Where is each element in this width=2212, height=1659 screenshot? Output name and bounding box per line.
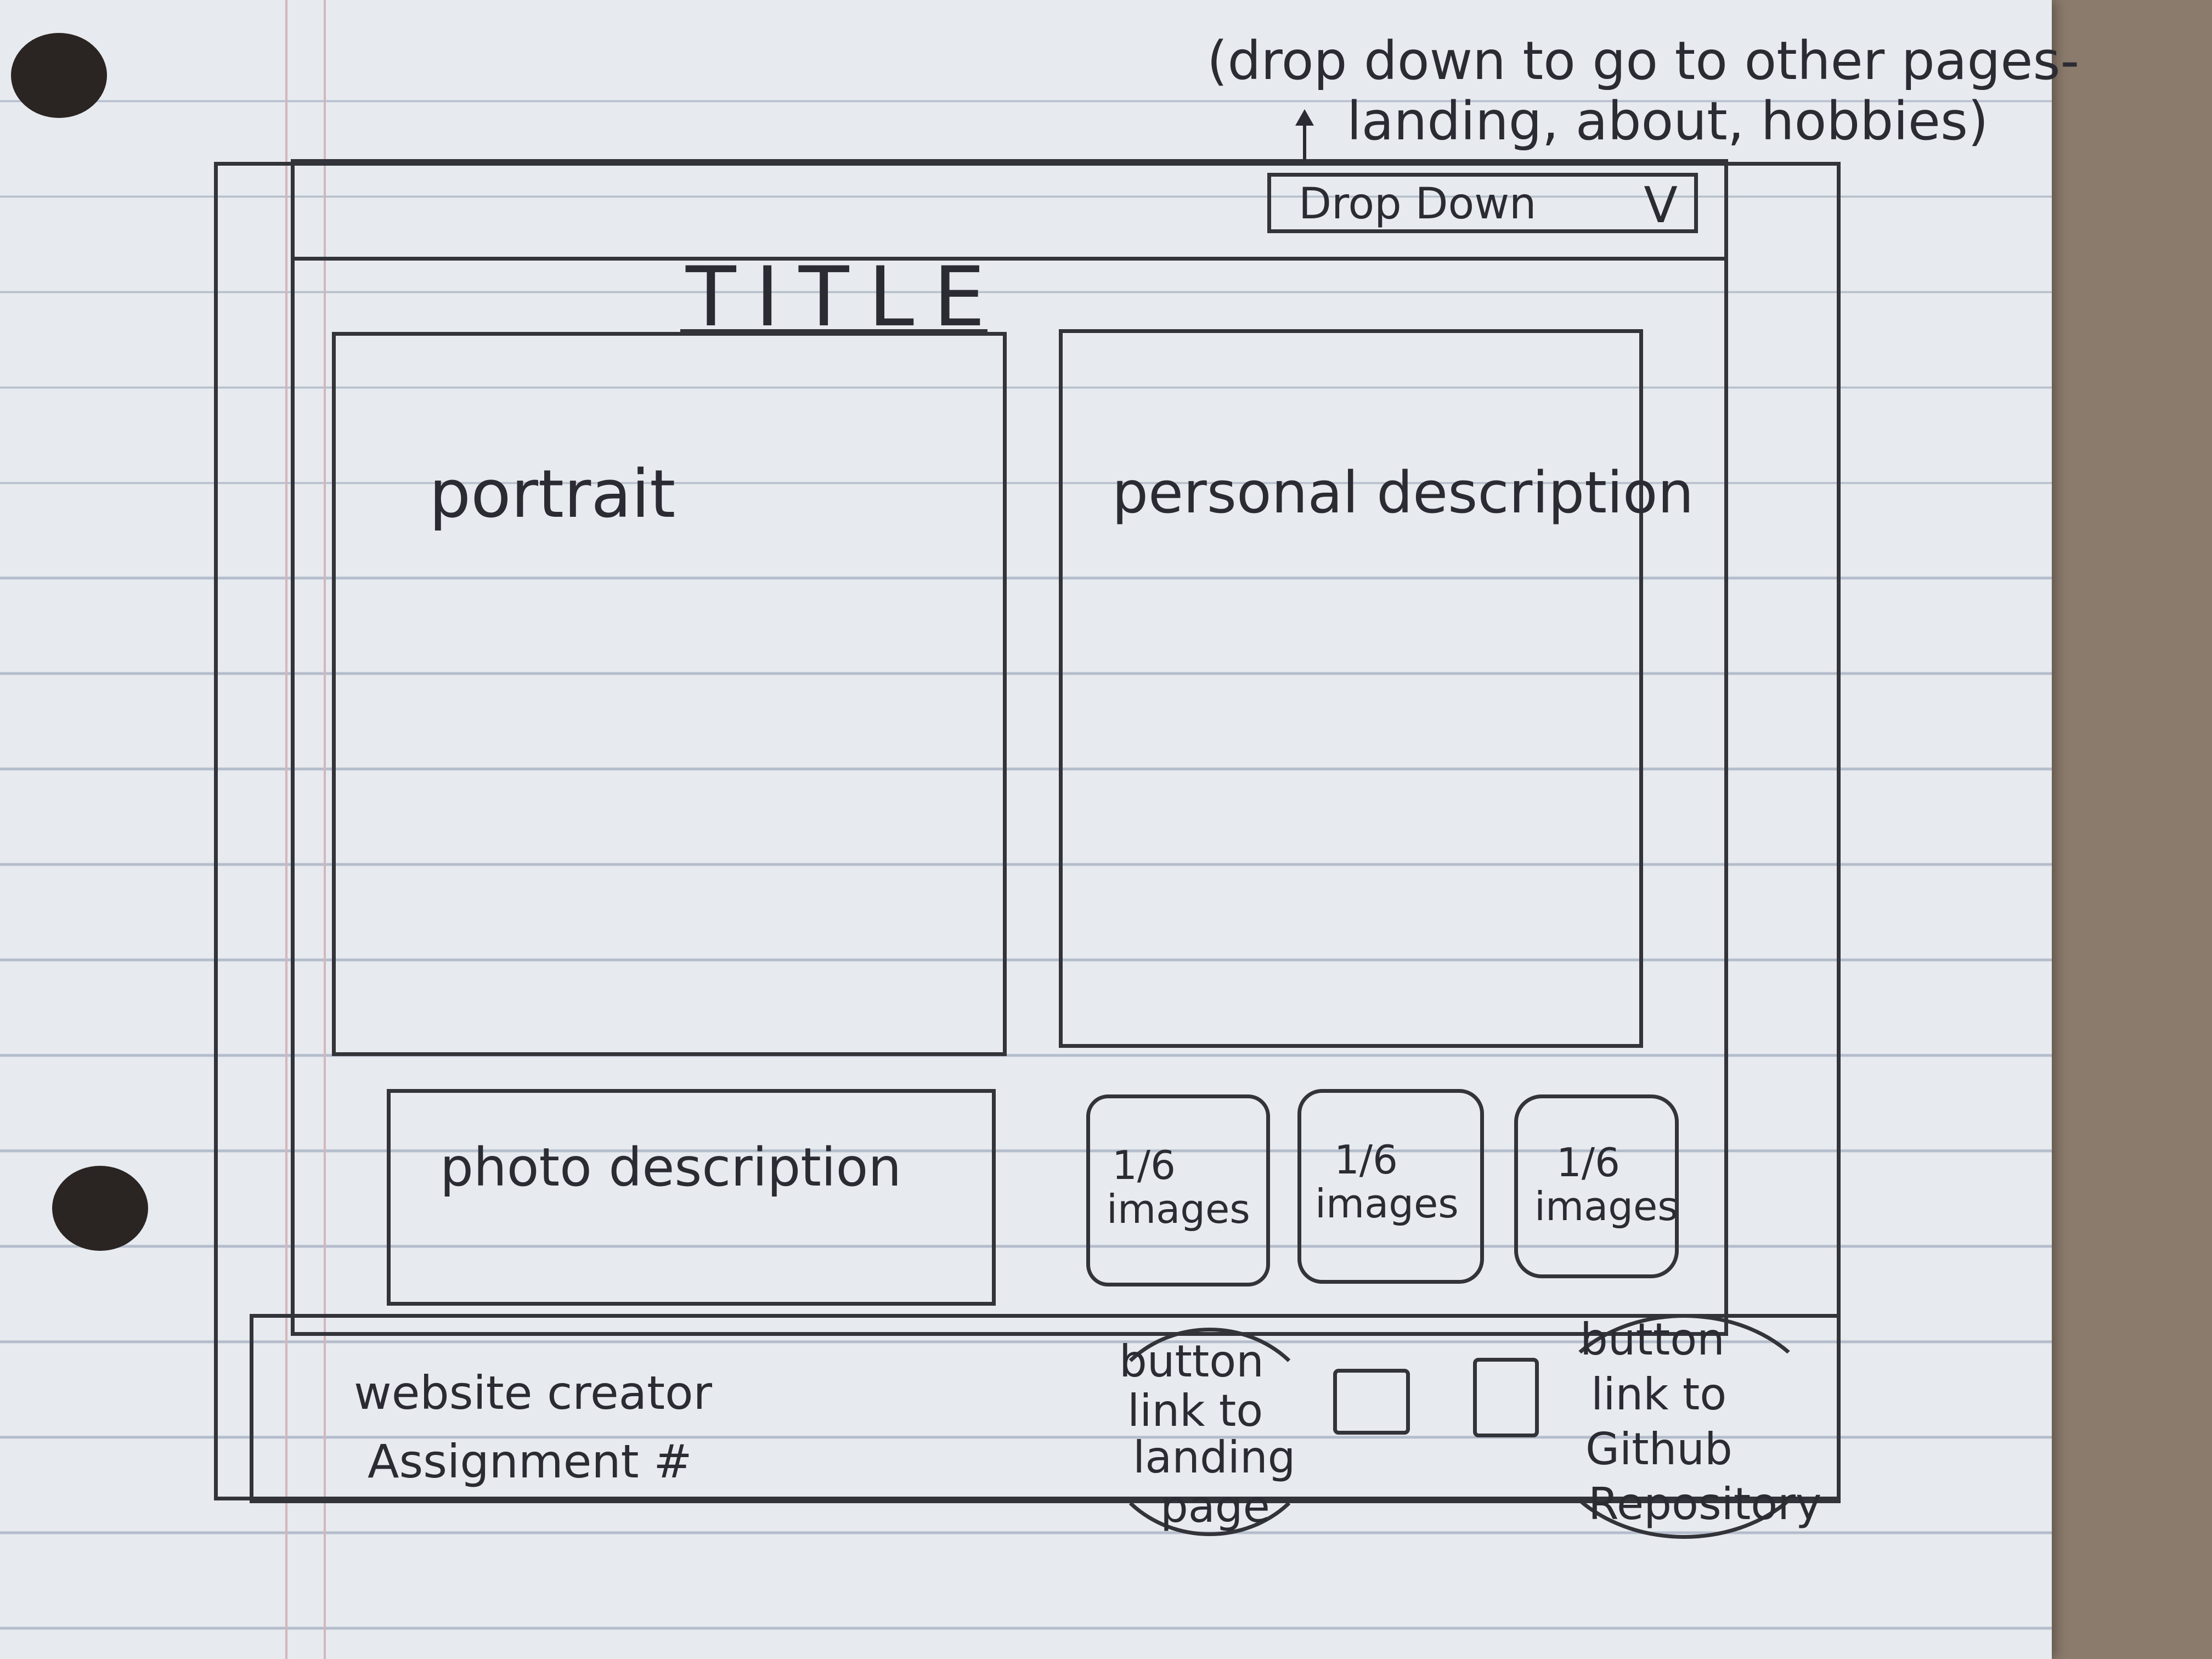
github-note-parens [1542, 1314, 1827, 1539]
margin-line [285, 0, 287, 1659]
margin-line-2 [324, 0, 326, 1659]
website-creator-label: website creator [354, 1366, 713, 1420]
assignment-label: Assignment # [368, 1435, 692, 1488]
title-underline [680, 329, 988, 333]
github-button[interactable] [1473, 1358, 1539, 1437]
annotation-line-1: (drop down to go to other pages- [1207, 30, 2080, 92]
chevron-down-icon: V [1644, 177, 1678, 234]
github-note-line: link to [1591, 1369, 1727, 1420]
image-tile-fraction: 1/6 [1334, 1137, 1398, 1183]
image-tile-label: images [1534, 1183, 1678, 1229]
image-tile-fraction: 1/6 [1556, 1139, 1620, 1186]
annotation-line-2: landing, about, hobbies) [1347, 91, 1989, 152]
image-tile-label: images [1315, 1181, 1459, 1227]
personal-description-label: personal description [1112, 459, 1694, 526]
website-frame [214, 162, 1841, 1500]
github-note-line: button [1580, 1314, 1725, 1365]
image-tile-label: images [1107, 1186, 1250, 1232]
image-tile-1: 1/6 images [1086, 1094, 1270, 1286]
dropdown-label: Drop Down [1299, 179, 1537, 229]
photo-description-box: photo description [387, 1089, 996, 1306]
arrow-up-icon [1295, 109, 1314, 162]
binder-hole-top [11, 33, 107, 118]
binder-hole-bottom [52, 1166, 148, 1251]
image-tile-fraction: 1/6 [1112, 1142, 1176, 1188]
photo-description-label: photo description [440, 1137, 902, 1198]
notebook-paper: (drop down to go to other pages- landing… [0, 0, 2079, 1659]
portrait-placeholder: portrait [332, 332, 1007, 1056]
landing-note-line: link to [1127, 1385, 1263, 1436]
landing-note-line: page [1160, 1481, 1270, 1532]
landing-note-parens [1097, 1328, 1322, 1536]
github-note-line: Repository [1588, 1479, 1822, 1530]
landing-page-button[interactable] [1333, 1369, 1410, 1435]
image-tile-2: 1/6 images [1297, 1089, 1484, 1284]
header-bar [291, 159, 1728, 261]
footer-bar [250, 1314, 1841, 1503]
github-note-line: Github [1585, 1424, 1733, 1475]
landing-note-line: landing [1133, 1432, 1296, 1483]
personal-description-box: personal description [1059, 329, 1694, 1048]
portrait-label: portrait [429, 456, 676, 533]
page-dropdown[interactable]: Drop Down V [1267, 173, 1698, 234]
image-tile-3: 1/6 images [1514, 1094, 1679, 1278]
content-frame [291, 159, 1728, 1336]
landing-note-line: button [1119, 1336, 1264, 1387]
